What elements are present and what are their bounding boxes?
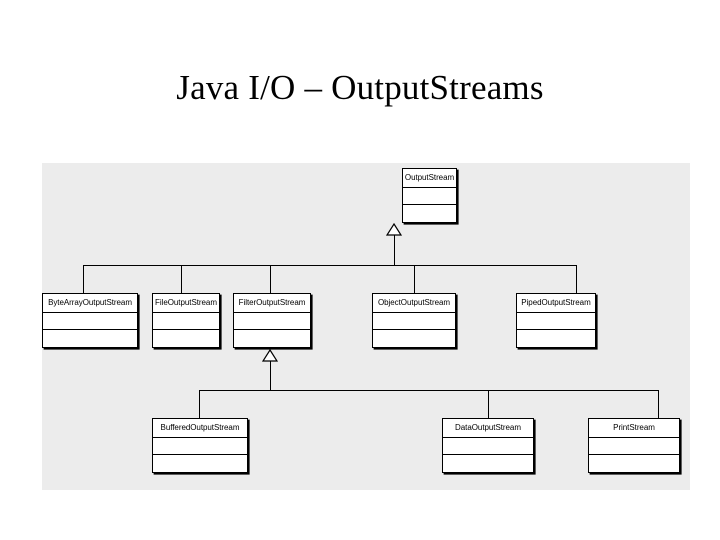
uml-class-byte-array-output-stream[interactable]: ByteArrayOutputStream [42, 293, 138, 348]
uml-class-output-stream[interactable]: OutputStream [402, 168, 457, 223]
connector-drop-filteroutputstream [270, 265, 271, 293]
uml-operations-compartment [373, 330, 455, 347]
uml-attributes-compartment [43, 313, 137, 330]
uml-class-piped-output-stream[interactable]: PipedOutputStream [516, 293, 596, 348]
uml-class-file-output-stream[interactable]: FileOutputStream [152, 293, 220, 348]
uml-diagram-panel: OutputStream ByteArrayOutputStream FileO… [42, 163, 690, 490]
uml-attributes-compartment [234, 313, 310, 330]
uml-class-name: BufferedOutputStream [153, 419, 247, 438]
uml-attributes-compartment [373, 313, 455, 330]
uml-operations-compartment [403, 205, 456, 222]
uml-operations-compartment [234, 330, 310, 347]
uml-class-name: OutputStream [403, 169, 456, 188]
uml-operations-compartment [443, 455, 533, 472]
generalization-arrow-icon-outputstream [386, 223, 402, 236]
connector-drop-printstream [658, 390, 659, 418]
connector-drop-objectoutputstream [414, 265, 415, 293]
uml-class-object-output-stream[interactable]: ObjectOutputStream [372, 293, 456, 348]
uml-operations-compartment [153, 330, 219, 347]
uml-class-name: DataOutputStream [443, 419, 533, 438]
uml-attributes-compartment [589, 438, 679, 455]
uml-attributes-compartment [153, 313, 219, 330]
uml-operations-compartment [517, 330, 595, 347]
uml-class-buffered-output-stream[interactable]: BufferedOutputStream [152, 418, 248, 473]
uml-class-print-stream[interactable]: PrintStream [588, 418, 680, 473]
uml-class-filter-output-stream[interactable]: FilterOutputStream [233, 293, 311, 348]
uml-attributes-compartment [153, 438, 247, 455]
uml-operations-compartment [43, 330, 137, 347]
uml-attributes-compartment [443, 438, 533, 455]
uml-operations-compartment [589, 455, 679, 472]
uml-attributes-compartment [517, 313, 595, 330]
connector-root-stem [393, 235, 395, 265]
uml-class-name: FilterOutputStream [234, 294, 310, 313]
connector-drop-bytearrayoutputstream [83, 265, 84, 293]
uml-class-name: FileOutputStream [153, 294, 219, 313]
connector-drop-fileoutputstream [181, 265, 182, 293]
uml-class-name: PrintStream [589, 419, 679, 438]
page-title: Java I/O – OutputStreams [176, 68, 544, 107]
uml-class-name: ByteArrayOutputStream [43, 294, 137, 313]
connector-bus-level2 [199, 390, 658, 391]
generalization-arrow-icon-filteroutputstream [262, 349, 278, 362]
uml-operations-compartment [153, 455, 247, 472]
uml-class-data-output-stream[interactable]: DataOutputStream [442, 418, 534, 473]
uml-class-name: ObjectOutputStream [373, 294, 455, 313]
connector-drop-pipedoutputstream [576, 265, 577, 293]
connector-drop-bufferedoutputstream [199, 390, 200, 418]
uml-class-name: PipedOutputStream [517, 294, 595, 313]
uml-attributes-compartment [403, 188, 456, 205]
connector-bus-level1 [83, 265, 576, 266]
connector-drop-dataoutputstream [488, 390, 489, 418]
connector-filter-stem [269, 361, 271, 390]
